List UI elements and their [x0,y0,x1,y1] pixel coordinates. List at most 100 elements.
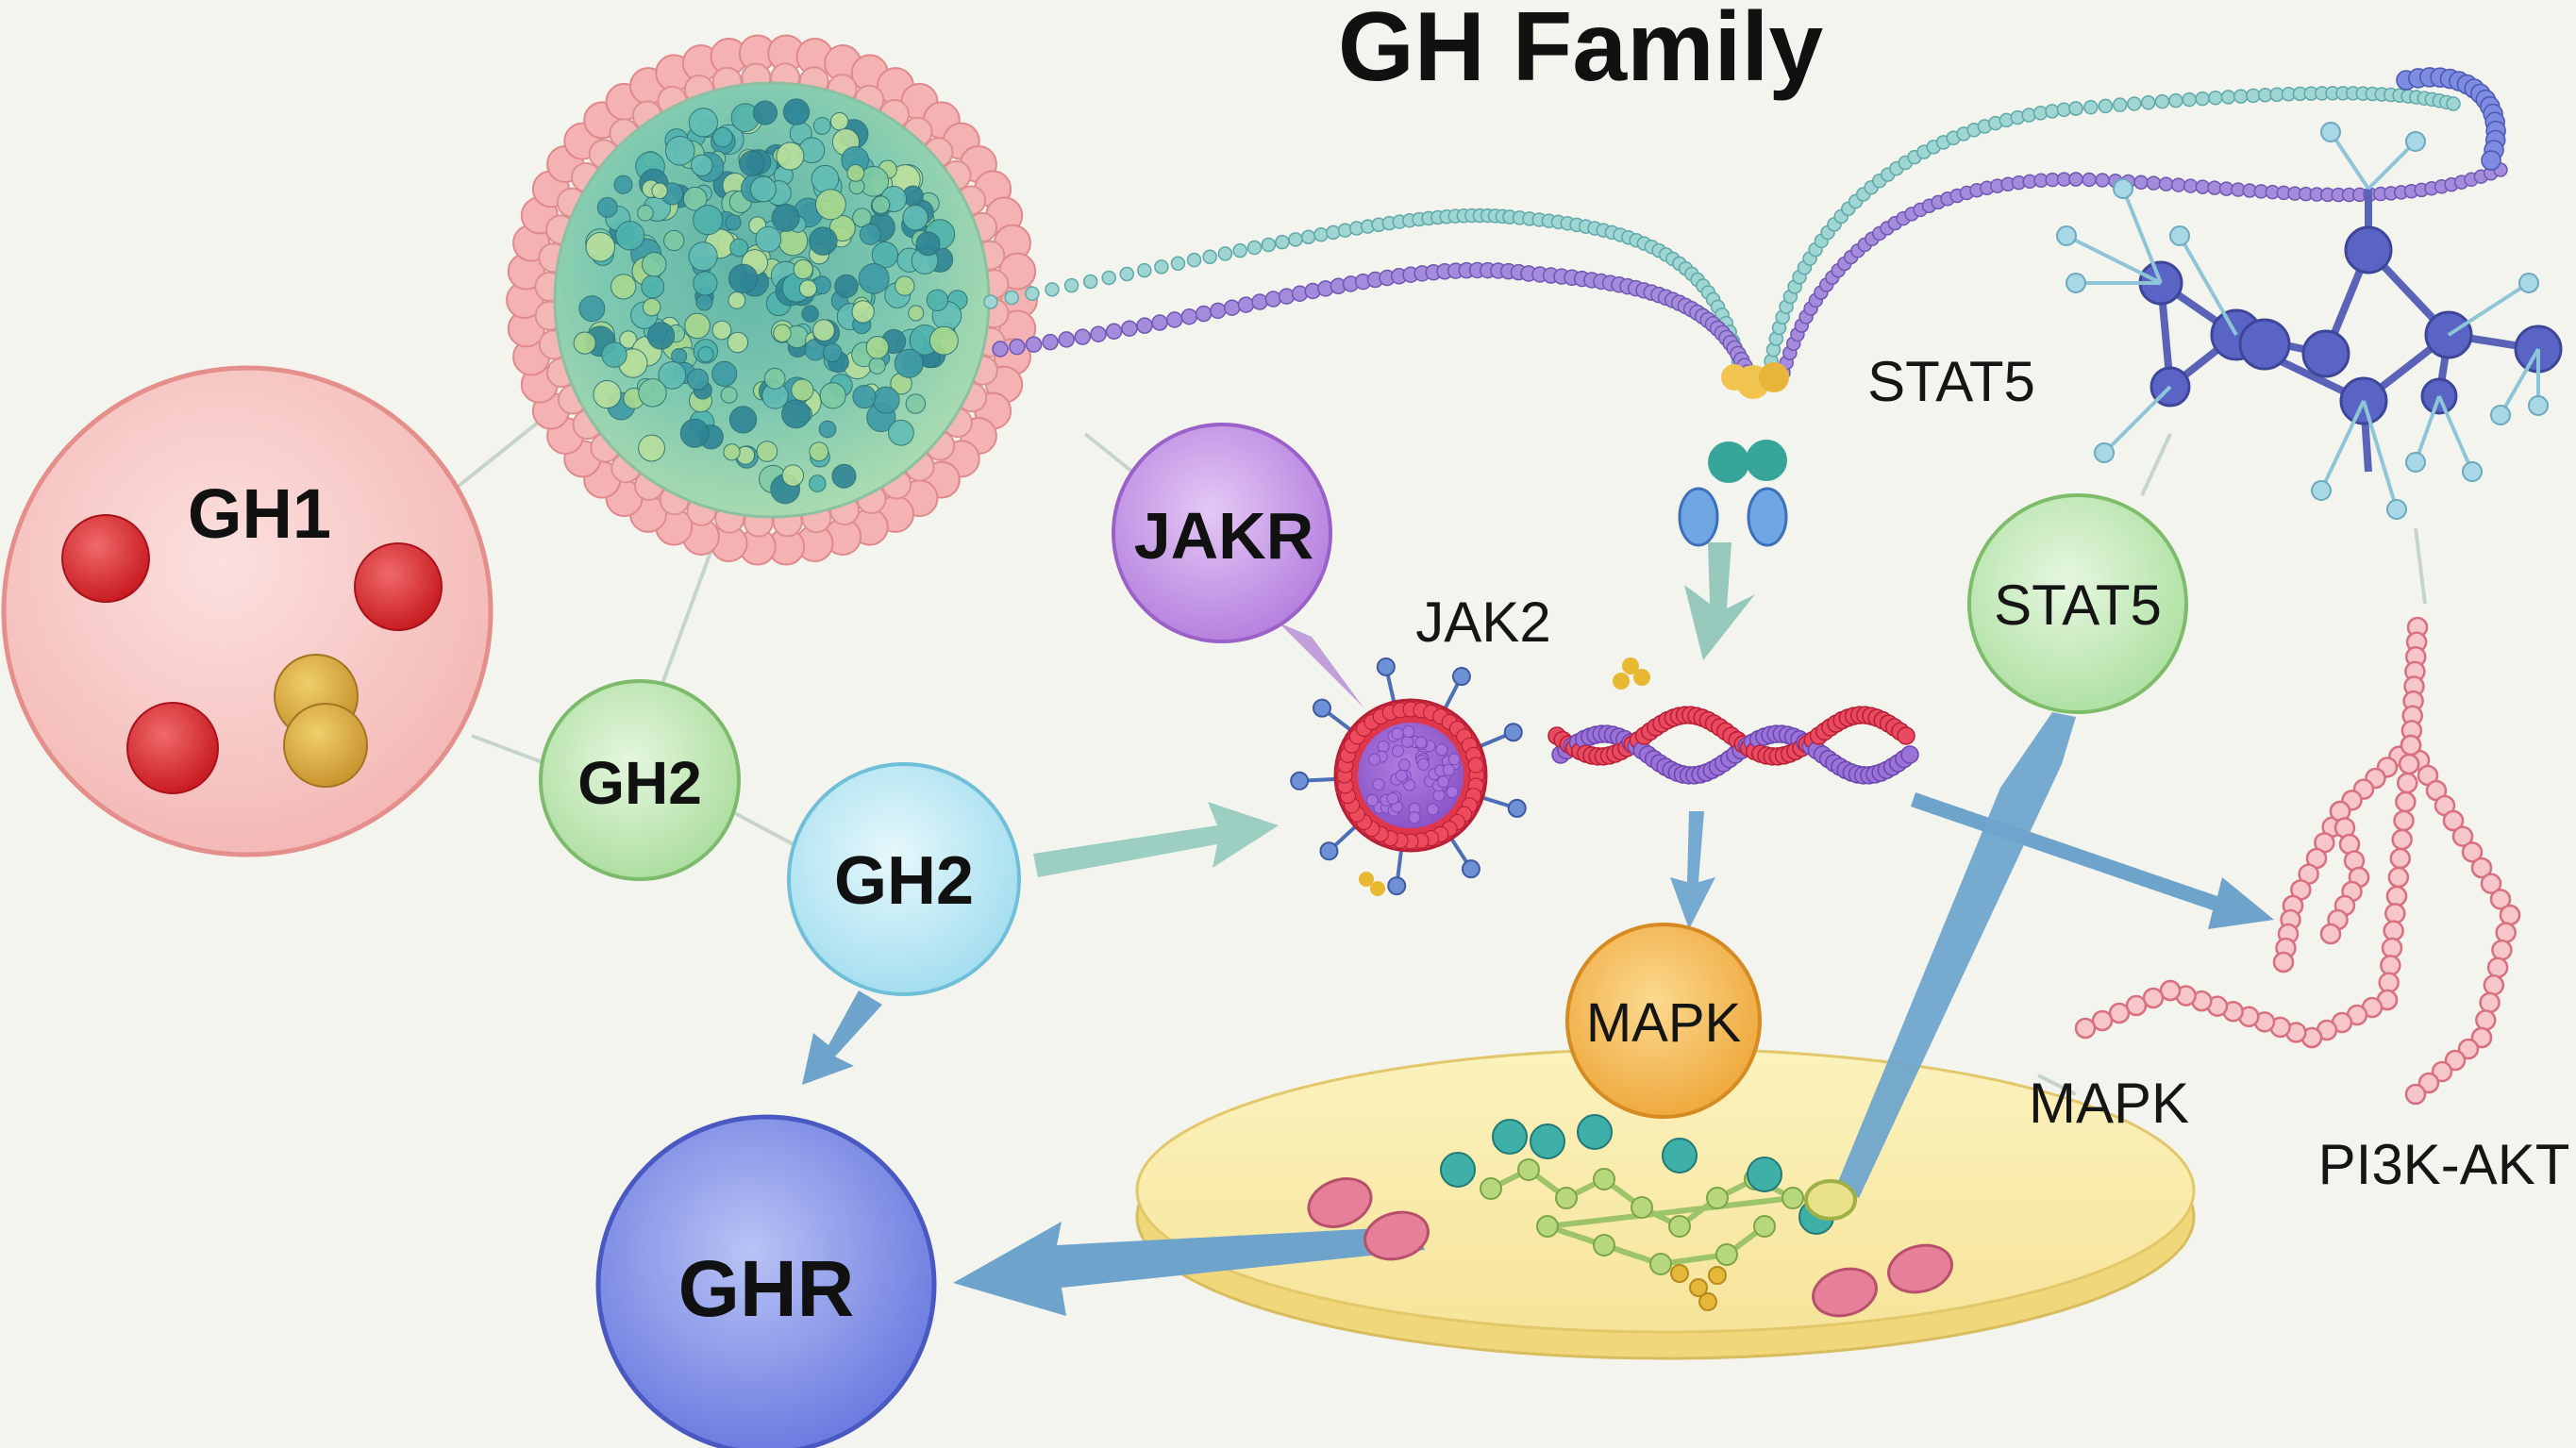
chain-bead [2246,88,2261,104]
chain-bead [2095,173,2110,188]
chain-bead [2220,90,2236,105]
jak2-core-bead [1386,792,1399,806]
vesicle-content-bead [801,305,819,323]
vesicle-content-bead [601,341,627,368]
vesicle-content-bead [693,271,718,296]
pink-chain-bead [2384,903,2406,924]
molecule-branch-tip [2056,225,2077,246]
pink-chain-bead [2142,987,2165,1009]
vesicle-content-bead [690,154,713,177]
jak2-spike-tip [1319,841,1339,861]
jak2-core-bead [1427,803,1440,816]
vesicle-content-bead [651,182,668,199]
chain-bead [1275,234,1290,250]
vesicle-content-bead [755,225,782,253]
membrane-green-bead [1668,1215,1691,1238]
molecule-branch-tip [2311,480,2332,501]
pink-chain-bead [2159,979,2182,1002]
molecule-branch [2329,130,2370,191]
jak2-core-bead [1447,753,1461,766]
chain-bead [2481,150,2501,171]
gh1-label: GH1 [188,474,331,553]
chain-bead [1210,302,1227,320]
vesicle-content-bead [781,399,811,429]
chain-bead [2146,175,2162,191]
molecule-branch-tip [2518,273,2539,293]
membrane-pink-capsule [1887,1243,1953,1294]
molecule-branch [2121,188,2163,284]
jak2-core-bead [1414,736,1428,749]
chain-bead [2208,90,2223,106]
vesicle-content-bead [641,275,665,299]
vesicle-content-bead [809,474,827,492]
membrane-green-bead [1781,1187,1804,1209]
chain-bead [1090,325,1107,342]
vesicle-content-bead [727,331,749,354]
jak2-core-bead [1365,793,1379,807]
gh2-large-node: GH2 [787,762,1021,996]
chain-bead [2170,177,2186,192]
molecule-branch [2362,400,2399,510]
jakr-label: JAKR [1134,499,1314,573]
membrane-green-bead [1593,1168,1615,1190]
chain-bead [2141,95,2156,110]
jak2-core-bead [1442,763,1455,776]
vesicle-content-bead [809,226,838,256]
membrane-pink-capsule [1363,1210,1430,1261]
vesicle-content-bead [593,380,622,409]
chain-bead [2045,104,2060,119]
vesicle-content-bead [822,342,843,363]
vesicle-content-bead [791,378,814,402]
chain-bead [1009,338,1026,356]
arrows [802,542,2274,1316]
chain-bead [1186,252,1202,268]
vesicle-content-bead [697,346,714,363]
vesicle-content-bead [809,441,829,462]
chain-bead [1137,262,1152,278]
pink-chain-bead [2398,753,2420,775]
pink-chain-bead [2431,1060,2453,1083]
chain-bead [1288,232,1303,247]
pi3k-akt-label: PI3K-AKT [2318,1133,2570,1196]
chain-bead [1264,291,1282,308]
jak2-core-bead [1417,757,1430,771]
membrane-gold-bead [1689,1278,1708,1297]
vesicle-content-bead [888,419,914,446]
vesicle-content-bead [725,214,742,231]
molecule-branch-tip [2462,461,2483,482]
jak2-core-bead [1368,753,1381,766]
jak2-core-bead [1397,758,1411,772]
vesicle-content-bead [688,241,718,272]
membrane-green-bead [1753,1215,1776,1238]
vesicle-content-bead [619,330,638,349]
vesicle-content-bead [895,275,915,296]
vesicle-content-bead [928,325,959,356]
connector-lines [451,413,2427,1096]
molecule-branch-tip [2405,131,2426,152]
pink-chain-bead [2389,847,2411,870]
chain-bead [1025,336,1043,353]
pink-chain-bead [2125,994,2148,1017]
gh1-red-ball [126,702,219,794]
jak2-core-bead [1436,775,1449,789]
vesicle-content-bead [596,196,618,218]
chain-bead [1313,227,1329,242]
chain-bead [1261,237,1277,253]
chain-bead [1004,290,1019,306]
vesicle-content-bead [771,203,800,232]
chain-bead [1326,225,1341,241]
pink-chain-bead [2393,809,2415,832]
pink-chain-bead [2400,734,2422,757]
pink-chain-bead [2457,1038,2480,1060]
jak2-spike-tip [1451,667,1471,687]
vesicle-content-bead [658,360,687,390]
vesicle-content-bead [752,100,778,125]
stat5-molecule [2056,122,2563,520]
ghr-node: GHR [595,1114,937,1448]
vesicle-content-bead [728,406,758,434]
vesicle-content-bead [684,312,711,340]
pink-chain-bead [2397,772,2418,794]
membrane-green-bead [1649,1253,1672,1275]
gh2-small-label: GH2 [577,749,702,817]
